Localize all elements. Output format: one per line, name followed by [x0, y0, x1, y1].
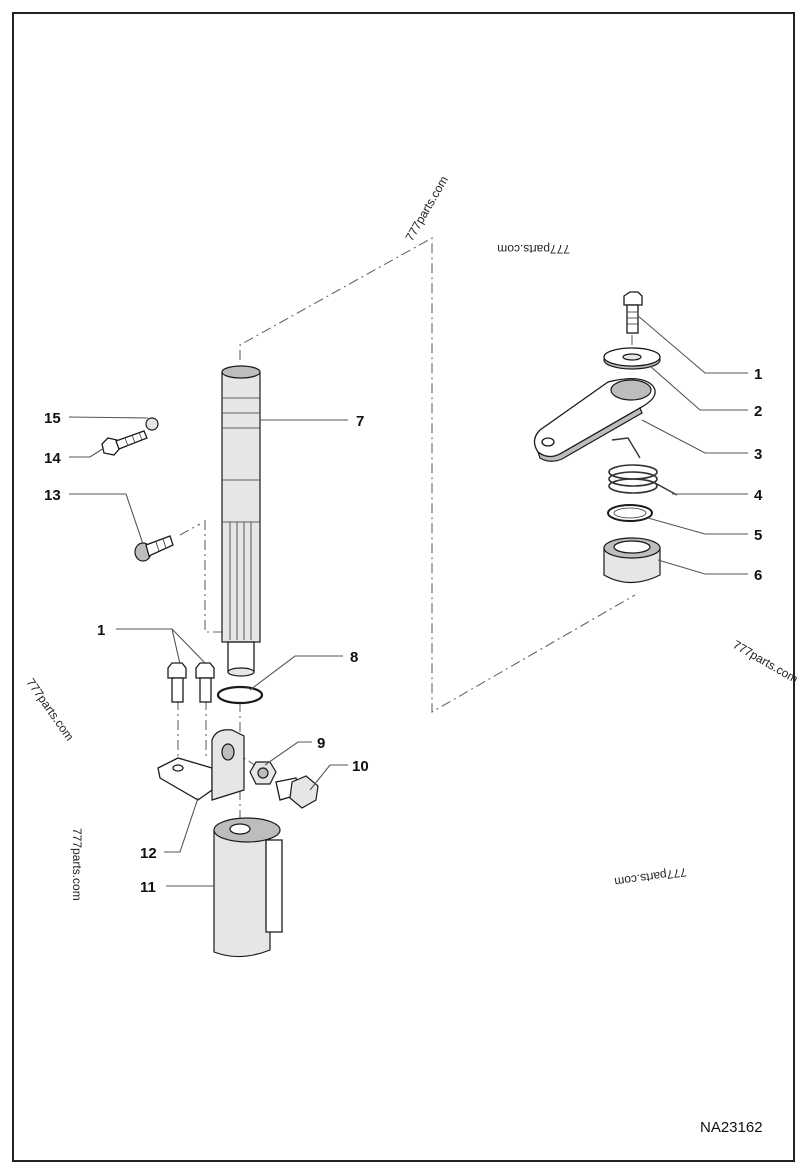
callout-11: 11 [140, 879, 156, 896]
housing-part-11 [213, 817, 283, 958]
callout-numbers: 1 2 3 4 5 6 7 8 9 10 11 12 13 14 15 1 [44, 366, 763, 896]
watermark-3: 777parts.com [731, 637, 800, 685]
callout-13: 13 [44, 487, 61, 504]
watermark-4: 777parts.com [24, 676, 77, 744]
callout-3: 3 [754, 446, 762, 463]
callout-4: 4 [754, 487, 763, 504]
oring-part-8 [216, 685, 264, 705]
watermark-5: 777parts.com [70, 828, 84, 901]
watermark-1: 777parts.com [402, 174, 450, 244]
callout-6: 6 [754, 567, 762, 584]
callout-8: 8 [350, 649, 358, 666]
screw-part-13 [134, 535, 174, 562]
bolt-part-10 [275, 775, 319, 809]
ball-part-15 [145, 417, 159, 431]
bolt-part-1-right [623, 291, 643, 334]
diagram-code: NA23162 [700, 1119, 763, 1136]
washer-part-2 [603, 347, 661, 370]
callout-14: 14 [44, 450, 61, 467]
callout-12: 12 [140, 845, 157, 862]
callout-15: 15 [44, 410, 61, 427]
bolt-part-14 [101, 430, 148, 456]
ring-part-5 [607, 504, 653, 522]
watermark-2: 777parts.com [497, 242, 570, 256]
callout-10: 10 [352, 758, 369, 775]
shaft-part-7 [221, 365, 261, 677]
bushing-part-6 [603, 537, 661, 584]
watermarks: 777parts.com 777parts.com 777parts.com 7… [24, 174, 800, 901]
callout-2: 2 [754, 403, 762, 420]
callout-9: 9 [317, 735, 325, 752]
bracket-part-12 [157, 729, 245, 801]
callout-1-left: 1 [97, 622, 105, 639]
callout-1-right: 1 [754, 366, 762, 383]
callout-7: 7 [356, 413, 364, 430]
bolts-part-1-left [167, 662, 215, 703]
nut-part-9 [249, 761, 277, 785]
spring-part-4 [608, 437, 678, 496]
drawing-frame [12, 12, 795, 1162]
leader-lines [68, 314, 748, 887]
watermark-6: 777parts.com [614, 865, 688, 889]
steering-arm-part-3 [533, 378, 656, 462]
callout-5: 5 [754, 527, 762, 544]
